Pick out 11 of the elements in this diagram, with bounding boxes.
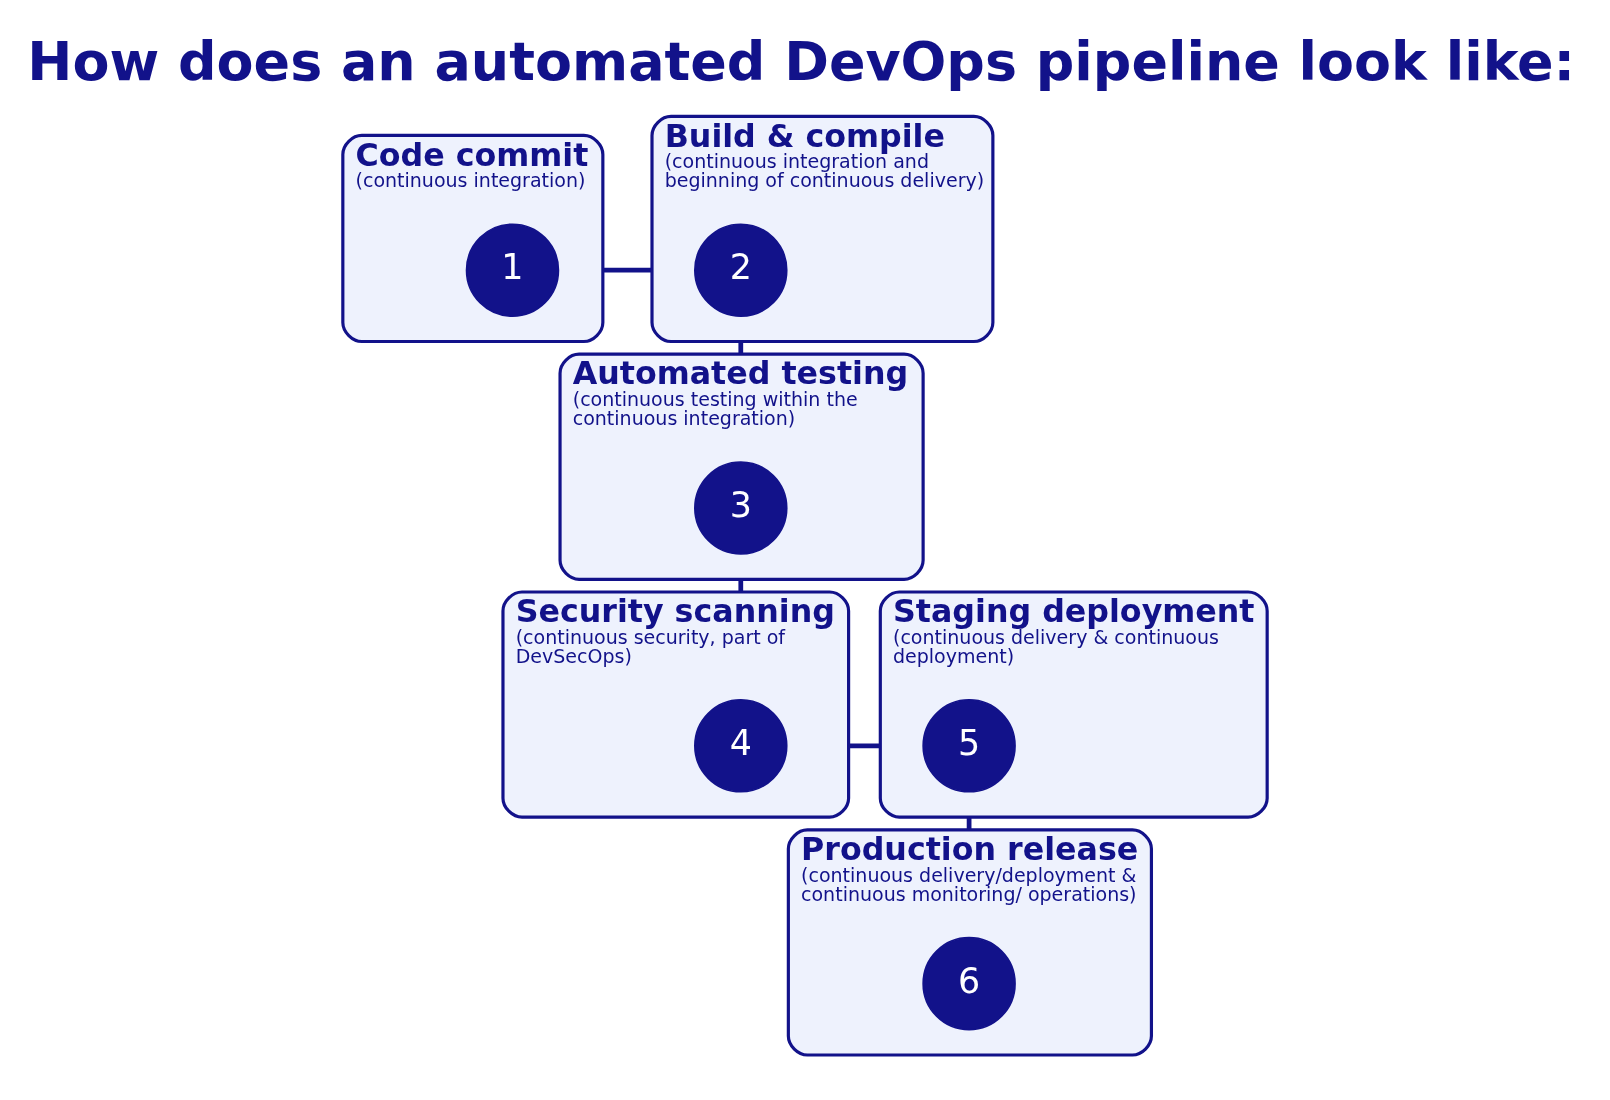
node-circle: 6 (922, 936, 1016, 1031)
connector (602, 267, 652, 273)
node-circle: 3 (694, 461, 788, 555)
node-circle: 5 (922, 699, 1016, 793)
diagram-title: How does an automated DevOps pipeline look like: (27, 30, 1576, 94)
connector (848, 743, 881, 749)
node-circle: 4 (694, 699, 788, 793)
node-circle: 2 (694, 223, 788, 317)
node-circle: 1 (465, 223, 560, 317)
connector (738, 341, 744, 355)
connector (738, 579, 744, 592)
